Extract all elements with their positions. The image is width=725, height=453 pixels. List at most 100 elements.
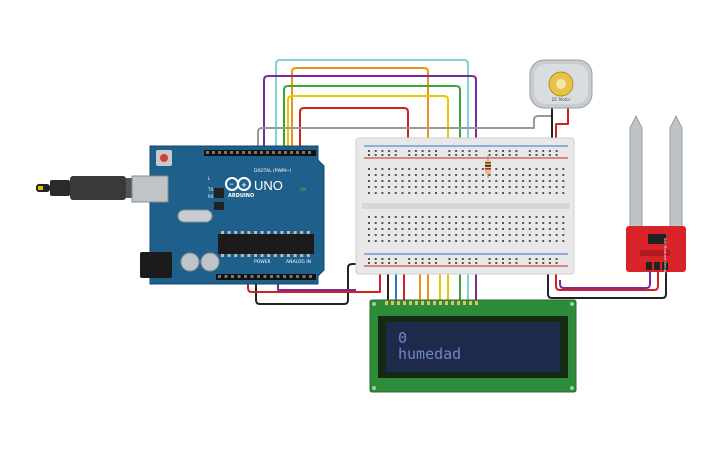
breadboard-hole[interactable] bbox=[475, 240, 478, 242]
breadboard-hole[interactable] bbox=[562, 186, 565, 188]
rail-hole[interactable] bbox=[488, 154, 491, 156]
rail-hole[interactable] bbox=[428, 262, 431, 264]
breadboard-hole[interactable] bbox=[528, 234, 531, 236]
dc-motor[interactable]: DC Motor bbox=[529, 59, 593, 109]
lcd-pin[interactable] bbox=[397, 301, 400, 305]
rail-hole[interactable] bbox=[388, 258, 391, 260]
breadboard-hole[interactable] bbox=[414, 192, 417, 194]
rail-hole[interactable] bbox=[421, 262, 424, 264]
breadboard-hole[interactable] bbox=[515, 186, 518, 188]
breadboard-hole[interactable] bbox=[562, 240, 565, 242]
breadboard-hole[interactable] bbox=[381, 228, 384, 230]
digital-pin[interactable] bbox=[296, 151, 299, 154]
breadboard-hole[interactable] bbox=[421, 234, 424, 236]
rail-hole[interactable] bbox=[448, 150, 451, 152]
breadboard-hole[interactable] bbox=[515, 180, 518, 182]
breadboard-hole[interactable] bbox=[374, 240, 377, 242]
breadboard-hole[interactable] bbox=[394, 240, 397, 242]
rail-hole[interactable] bbox=[548, 150, 551, 152]
rail-hole[interactable] bbox=[368, 150, 370, 152]
rail-hole[interactable] bbox=[502, 154, 504, 156]
breadboard-hole[interactable] bbox=[428, 216, 431, 218]
breadboard-hole[interactable] bbox=[414, 234, 417, 236]
digital-pin[interactable] bbox=[290, 151, 293, 154]
breadboard-hole[interactable] bbox=[535, 228, 538, 230]
rail-hole[interactable] bbox=[461, 150, 464, 152]
analog-pin[interactable] bbox=[237, 275, 241, 278]
digital-pin[interactable] bbox=[236, 151, 239, 154]
breadboard-hole[interactable] bbox=[522, 168, 525, 170]
breadboard-hole[interactable] bbox=[548, 222, 551, 224]
breadboard-hole[interactable] bbox=[475, 222, 478, 224]
breadboard-hole[interactable] bbox=[528, 186, 531, 188]
breadboard-hole[interactable] bbox=[374, 228, 377, 230]
breadboard-hole[interactable] bbox=[495, 228, 498, 230]
digital-pin[interactable] bbox=[260, 151, 263, 154]
breadboard-hole[interactable] bbox=[475, 234, 478, 236]
breadboard-hole[interactable] bbox=[421, 240, 424, 242]
breadboard-hole[interactable] bbox=[555, 216, 558, 218]
rail-hole[interactable] bbox=[414, 262, 417, 264]
breadboard-hole[interactable] bbox=[548, 234, 551, 236]
analog-pin[interactable] bbox=[296, 275, 299, 278]
breadboard-hole[interactable] bbox=[401, 222, 404, 224]
analog-pin[interactable] bbox=[257, 275, 260, 278]
breadboard-hole[interactable] bbox=[562, 228, 565, 230]
breadboard-hole[interactable] bbox=[535, 180, 538, 182]
breadboard-hole[interactable] bbox=[481, 234, 484, 236]
breadboard-hole[interactable] bbox=[394, 192, 397, 194]
breadboard-hole[interactable] bbox=[542, 168, 545, 170]
breadboard-hole[interactable] bbox=[535, 216, 538, 218]
rail-hole[interactable] bbox=[414, 150, 417, 152]
lcd-module[interactable]: 0 humedad bbox=[369, 299, 577, 393]
resistor[interactable] bbox=[485, 156, 491, 178]
analog-pin[interactable] bbox=[263, 275, 267, 278]
breadboard-hole[interactable] bbox=[428, 180, 431, 182]
digital-pin[interactable] bbox=[254, 151, 257, 154]
rail-hole[interactable] bbox=[542, 154, 545, 156]
breadboard-hole[interactable] bbox=[448, 174, 451, 176]
breadboard-hole[interactable] bbox=[535, 222, 538, 224]
breadboard-hole[interactable] bbox=[515, 174, 518, 176]
rail-hole[interactable] bbox=[508, 258, 511, 260]
breadboard-hole[interactable] bbox=[408, 240, 411, 242]
rail-hole[interactable] bbox=[455, 150, 458, 152]
breadboard-hole[interactable] bbox=[562, 174, 565, 176]
breadboard-hole[interactable] bbox=[461, 180, 464, 182]
breadboard-hole[interactable] bbox=[374, 234, 377, 236]
breadboard-hole[interactable] bbox=[502, 174, 504, 176]
breadboard-hole[interactable] bbox=[388, 192, 391, 194]
breadboard-hole[interactable] bbox=[381, 192, 384, 194]
breadboard-hole[interactable] bbox=[388, 174, 391, 176]
rail-hole[interactable] bbox=[435, 150, 437, 152]
breadboard-hole[interactable] bbox=[455, 234, 458, 236]
breadboard-hole[interactable] bbox=[461, 240, 464, 242]
lcd-pin[interactable] bbox=[469, 301, 472, 305]
breadboard-hole[interactable] bbox=[368, 174, 370, 176]
breadboard-hole[interactable] bbox=[555, 192, 558, 194]
rail-hole[interactable] bbox=[435, 154, 437, 156]
rail-hole[interactable] bbox=[495, 154, 498, 156]
rail-hole[interactable] bbox=[502, 262, 504, 264]
rail-hole[interactable] bbox=[448, 262, 451, 264]
breadboard-hole[interactable] bbox=[381, 186, 384, 188]
wire-red-5v[interactable] bbox=[247, 268, 381, 293]
wire-green[interactable] bbox=[283, 85, 461, 300]
breadboard-hole[interactable] bbox=[394, 180, 397, 182]
breadboard-hole[interactable] bbox=[401, 240, 404, 242]
analog-pin[interactable] bbox=[231, 275, 234, 278]
digital-pin[interactable] bbox=[266, 151, 269, 154]
digital-pin[interactable] bbox=[242, 151, 245, 154]
breadboard-hole[interactable] bbox=[468, 180, 471, 182]
wire-sensor-black[interactable] bbox=[547, 268, 667, 299]
breadboard-hole[interactable] bbox=[441, 192, 444, 194]
breadboard-hole[interactable] bbox=[535, 240, 538, 242]
rail-hole[interactable] bbox=[368, 154, 370, 156]
breadboard-hole[interactable] bbox=[528, 240, 531, 242]
breadboard-hole[interactable] bbox=[468, 234, 471, 236]
breadboard-hole[interactable] bbox=[555, 174, 558, 176]
rail-hole[interactable] bbox=[475, 150, 478, 152]
breadboard-hole[interactable] bbox=[441, 168, 444, 170]
breadboard-hole[interactable] bbox=[481, 216, 484, 218]
rail-hole[interactable] bbox=[468, 150, 471, 152]
